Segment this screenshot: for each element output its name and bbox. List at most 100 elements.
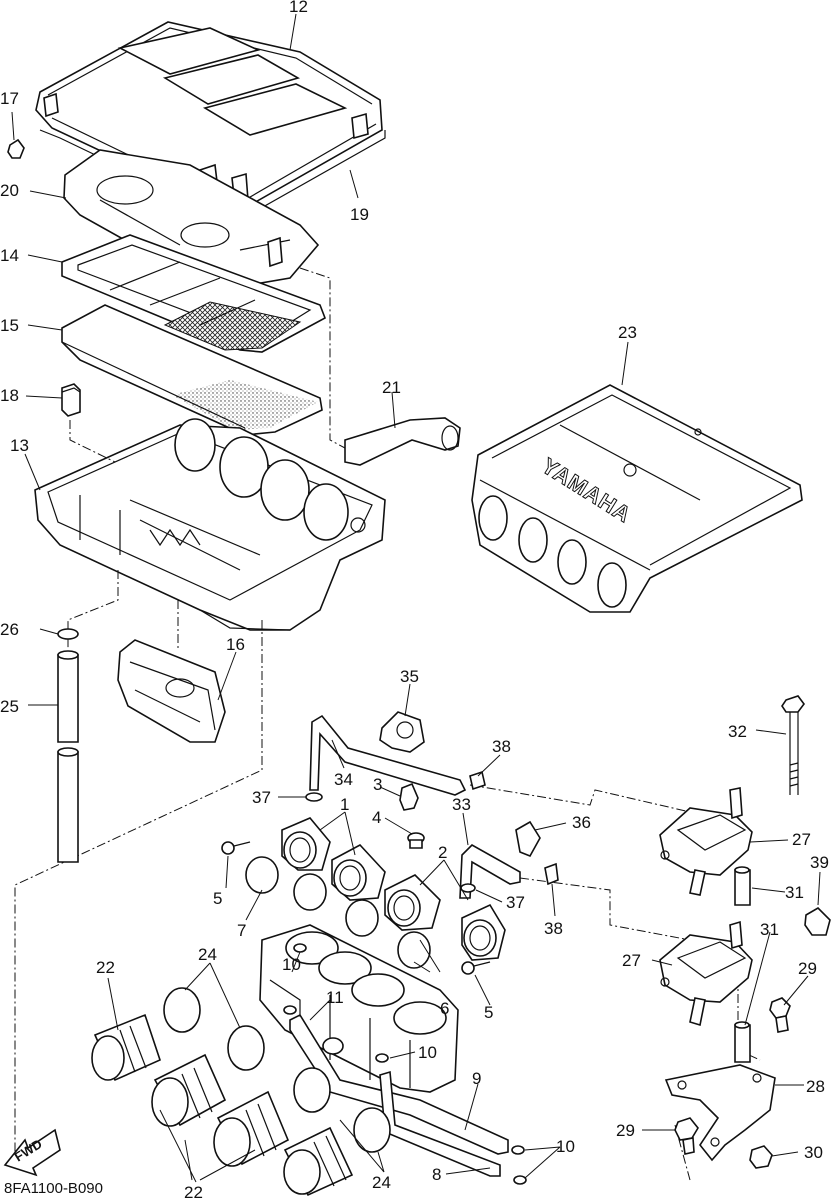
intake-joint-22-c	[213, 1090, 290, 1167]
o-ring-part	[57, 628, 79, 640]
callout-15: 15	[0, 316, 19, 335]
element-frame	[61, 234, 326, 353]
carburetor-assembly	[259, 924, 459, 1093]
clamp-7-group	[245, 856, 431, 969]
intake-duct-cover: YAMAHA	[471, 384, 803, 613]
clip-36	[515, 820, 541, 858]
callout-5-lower: 5	[484, 1003, 493, 1022]
damper-block	[61, 383, 81, 417]
long-bolt-32	[781, 695, 805, 795]
callout-32: 32	[728, 722, 747, 741]
callout-38-lower: 38	[544, 919, 563, 938]
callout-29-lower: 29	[616, 1121, 635, 1140]
nut-30	[749, 1145, 773, 1169]
fuel-valve-upper	[659, 787, 753, 896]
hose-clamp-35	[379, 711, 425, 753]
callout-31-upper: 31	[785, 883, 804, 902]
callout-14: 14	[0, 246, 19, 265]
callout-22-lower: 22	[184, 1183, 203, 1201]
callout-36: 36	[572, 813, 591, 832]
callout-30: 30	[804, 1143, 823, 1162]
callout-23: 23	[618, 323, 637, 342]
callout-10-b: 10	[418, 1043, 437, 1062]
callout-31-lower: 31	[760, 920, 779, 939]
drain-pipe	[57, 650, 79, 863]
leader-lines	[11, 13, 821, 1183]
clip-39	[804, 906, 831, 936]
intake-joint-22-b	[151, 1053, 227, 1127]
callout-2: 2	[438, 843, 447, 862]
callout-12: 12	[289, 0, 308, 16]
drawing-code-label: 8FA1100-B090	[4, 1180, 103, 1197]
callout-19: 19	[350, 205, 369, 224]
air-filter-element	[61, 304, 323, 436]
callout-28: 28	[806, 1077, 825, 1096]
callout-37-lower: 37	[506, 893, 525, 912]
case-cover-seal	[63, 149, 320, 291]
callout-33: 33	[452, 795, 471, 814]
screw-5-upper	[221, 841, 251, 855]
bracket-28	[664, 1064, 776, 1162]
intake-joint-22-a	[91, 1013, 161, 1082]
callout-10-a: 10	[282, 955, 301, 974]
callout-20: 20	[0, 181, 19, 200]
clip-38-lower	[544, 862, 559, 886]
callout-5-upper: 5	[213, 889, 222, 908]
screw-5-lower	[461, 961, 491, 975]
pipe-31-lower	[734, 1021, 751, 1063]
clip-37-upper	[305, 792, 323, 802]
callout-1: 1	[340, 795, 349, 814]
callout-13: 13	[10, 436, 29, 455]
fuel-valve-lower	[659, 920, 753, 1027]
hose-8	[379, 1070, 501, 1177]
air-cleaner-case	[34, 418, 386, 631]
callout-35: 35	[400, 667, 419, 686]
hose-clips-10	[283, 943, 527, 1185]
callout-34: 34	[334, 770, 353, 789]
intake-joint-22-d	[283, 1126, 354, 1197]
callout-10-c: 10	[556, 1137, 575, 1156]
callout-8: 8	[432, 1165, 441, 1184]
forward-direction-arrow: FWD	[3, 1128, 61, 1177]
intake-duct	[117, 639, 226, 743]
callout-26: 26	[0, 620, 19, 639]
clamps-24	[163, 987, 391, 1153]
callout-21: 21	[382, 378, 401, 397]
carburetor-joint-2-left	[384, 874, 441, 931]
callout-25: 25	[0, 697, 19, 716]
callout-29-upper: 29	[798, 959, 817, 978]
callout-18: 18	[0, 386, 19, 405]
carburetor-joint-1-right	[331, 844, 386, 901]
callout-24-upper: 24	[198, 945, 217, 964]
callout-37-upper: 37	[252, 788, 271, 807]
callout-39: 39	[810, 853, 829, 872]
callout-16: 16	[226, 635, 245, 654]
bolt-29-upper	[769, 997, 791, 1033]
callout-9: 9	[472, 1069, 481, 1088]
clip-38-upper	[469, 770, 486, 791]
carburetor-joint-2-right	[461, 903, 506, 961]
callout-17: 17	[0, 89, 19, 108]
breather-hose	[344, 417, 461, 466]
clip-part	[7, 138, 25, 159]
callout-27-upper: 27	[792, 830, 811, 849]
carburetor-joint-1-left	[281, 817, 331, 871]
cap-3	[399, 782, 419, 811]
vacuum-hose-34	[309, 714, 467, 796]
callout-6: 6	[440, 999, 449, 1018]
pipe-31-upper	[734, 866, 751, 906]
callout-24-lower: 24	[372, 1173, 391, 1192]
hose-33	[459, 844, 521, 899]
clip-37-lower	[460, 883, 476, 893]
callout-22-upper: 22	[96, 958, 115, 977]
bolt-29-lower	[674, 1117, 699, 1155]
callout-7: 7	[237, 921, 246, 940]
callout-11: 11	[326, 988, 344, 1007]
callout-27-lower: 27	[622, 951, 641, 970]
cap-4	[407, 832, 425, 849]
callout-4: 4	[372, 808, 381, 827]
callout-3: 3	[373, 775, 382, 794]
callout-38-upper: 38	[492, 737, 511, 756]
